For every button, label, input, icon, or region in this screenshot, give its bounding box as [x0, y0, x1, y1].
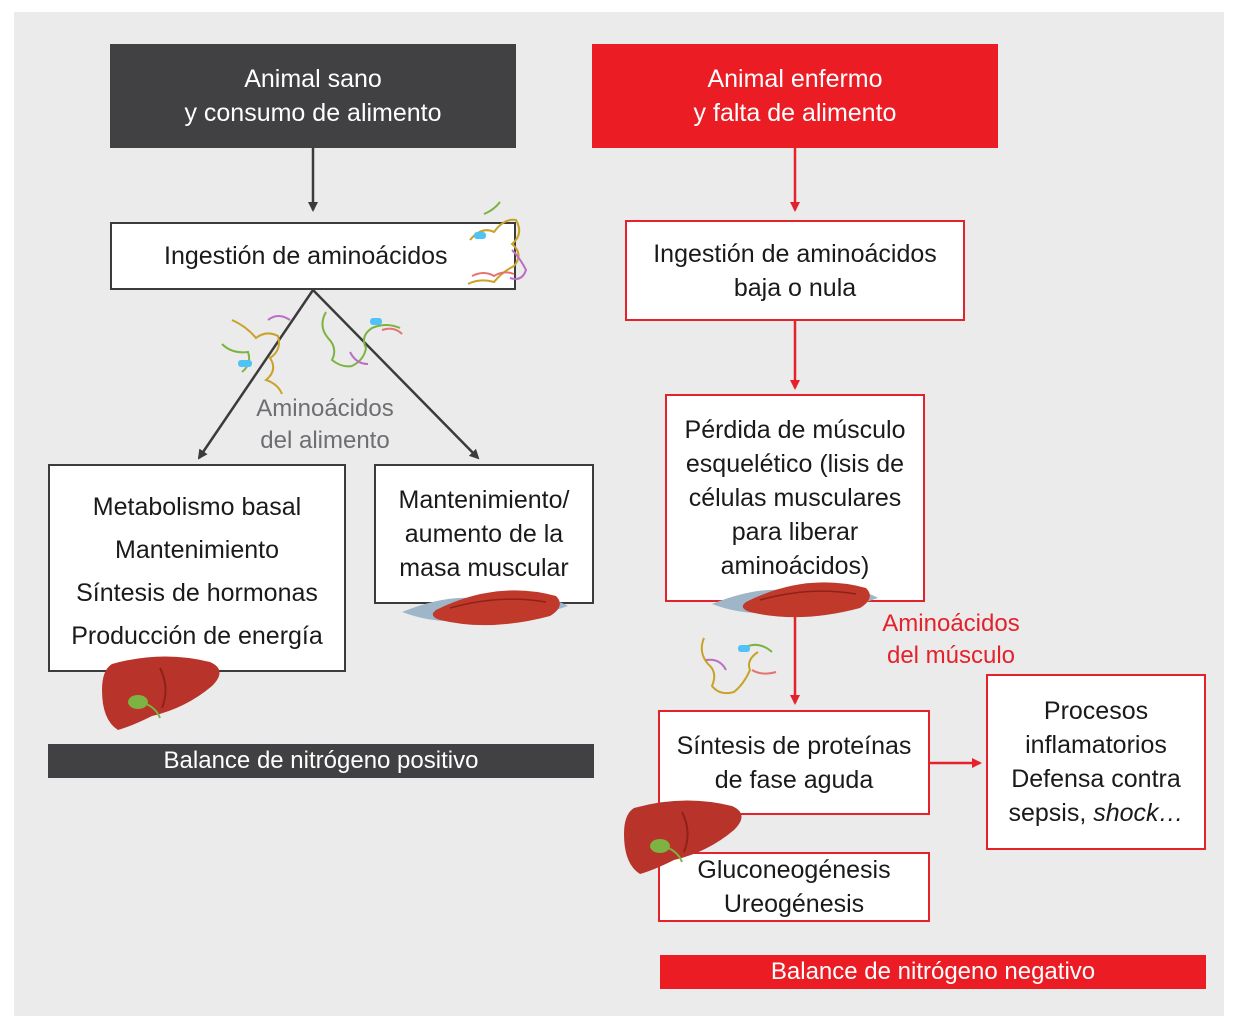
- negative-balance-bar: Balance de nitrógeno negativo: [660, 955, 1206, 989]
- muscle-maintenance-box: Mantenimiento/ aumento de la masa muscul…: [374, 464, 594, 604]
- amino-acid-chain-icon: [700, 637, 777, 695]
- muscle-loss-line-1: Pérdida de músculo: [684, 416, 906, 444]
- amino-acid-chain-icon: [221, 311, 403, 395]
- food-amino-acids-label: Aminoácidos del alimento: [230, 393, 420, 457]
- sick-header-line-1: Animal enfermo: [707, 65, 883, 93]
- negative-balance-label: Balance de nitrógeno negativo: [770, 958, 1096, 985]
- liver-icon: [102, 656, 220, 730]
- acute-phase-box: Síntesis de proteínas de fase aguda: [658, 710, 930, 815]
- muscle-loss-line-5: aminoácidos): [720, 552, 870, 580]
- food-amino-label-line-1: Aminoácidos: [256, 395, 394, 422]
- healthy-animal-header: Animal sano y consumo de alimento: [110, 44, 516, 148]
- ingestion-label: Ingestión de aminoácidos: [164, 242, 448, 270]
- sick-animal-header: Animal enfermo y falta de alimento: [592, 44, 998, 148]
- gluconeogenesis-line: Gluconeogénesis: [697, 856, 891, 884]
- function-basal-metabolism: Metabolismo basal: [92, 493, 302, 521]
- liver-icon: [624, 800, 742, 874]
- low-ingestion-line-2: baja o nula: [733, 273, 857, 302]
- muscle-icon: [712, 582, 878, 618]
- processes-line-4: sepsis, shock…: [1008, 796, 1183, 830]
- function-hormone-synthesis: Síntesis de hormonas: [76, 579, 318, 607]
- processes-shock: shock…: [1093, 799, 1184, 827]
- muscle-amino-acids-label: Aminoácidos del músculo: [858, 608, 1044, 672]
- muscle-maintenance-line-1: Mantenimiento/: [398, 486, 570, 514]
- acute-phase-line-1: Síntesis de proteínas: [676, 731, 912, 760]
- low-ingestion-line-1: Ingestión de aminoácidos: [653, 239, 937, 268]
- processes-line-3: Defensa contra: [1011, 765, 1181, 793]
- gluconeogenesis-box: Gluconeogénesis Ureogénesis: [658, 852, 930, 922]
- amino-acid-chain-icon: [467, 201, 528, 285]
- ureogenesis-line: Ureogénesis: [723, 890, 865, 918]
- sick-header-line-2: y falta de alimento: [693, 99, 897, 127]
- inflammatory-processes-box: Procesos inflamatorios Defensa contra se…: [986, 674, 1206, 850]
- muscle-maintenance-line-2: aumento de la: [404, 520, 564, 548]
- muscle-loss-line-3: células musculares: [688, 484, 902, 512]
- function-maintenance: Mantenimiento: [115, 536, 279, 564]
- low-ingestion-box: Ingestión de aminoácidos baja o nula: [625, 220, 965, 321]
- positive-balance-bar: Balance de nitrógeno positivo: [48, 744, 594, 778]
- muscle-amino-label-line-2: del músculo: [886, 642, 1016, 669]
- function-energy-production: Producción de energía: [71, 622, 323, 650]
- muscle-loss-line-4: para liberar: [731, 518, 859, 546]
- muscle-loss-box: Pérdida de músculo esquelético (lisis de…: [665, 394, 925, 602]
- food-amino-label-line-2: del alimento: [260, 427, 390, 454]
- muscle-loss-line-2: esquelético (lisis de: [685, 450, 905, 478]
- muscle-icon: [402, 590, 568, 626]
- arrow-ingestion-to-muscle: [312, 289, 480, 460]
- amino-acid-ingestion-box: Ingestión de aminoácidos: [110, 222, 516, 290]
- acute-phase-line-2: de fase aguda: [714, 765, 874, 794]
- healthy-header-line-1: Animal sano: [244, 65, 382, 93]
- processes-line-2: inflamatorios: [1025, 731, 1167, 759]
- muscle-maintenance-line-3: masa muscular: [399, 554, 569, 582]
- processes-line-1: Procesos: [1043, 697, 1149, 725]
- arrow-ingestion-to-functions: [197, 289, 315, 460]
- muscle-amino-label-line-1: Aminoácidos: [882, 610, 1020, 637]
- positive-balance-label: Balance de nitrógeno positivo: [163, 747, 479, 774]
- processes-sepsis: sepsis,: [1008, 799, 1094, 827]
- metabolic-functions-box: Metabolismo basal Mantenimiento Síntesis…: [48, 464, 346, 672]
- healthy-header-line-2: y consumo de alimento: [184, 99, 442, 127]
